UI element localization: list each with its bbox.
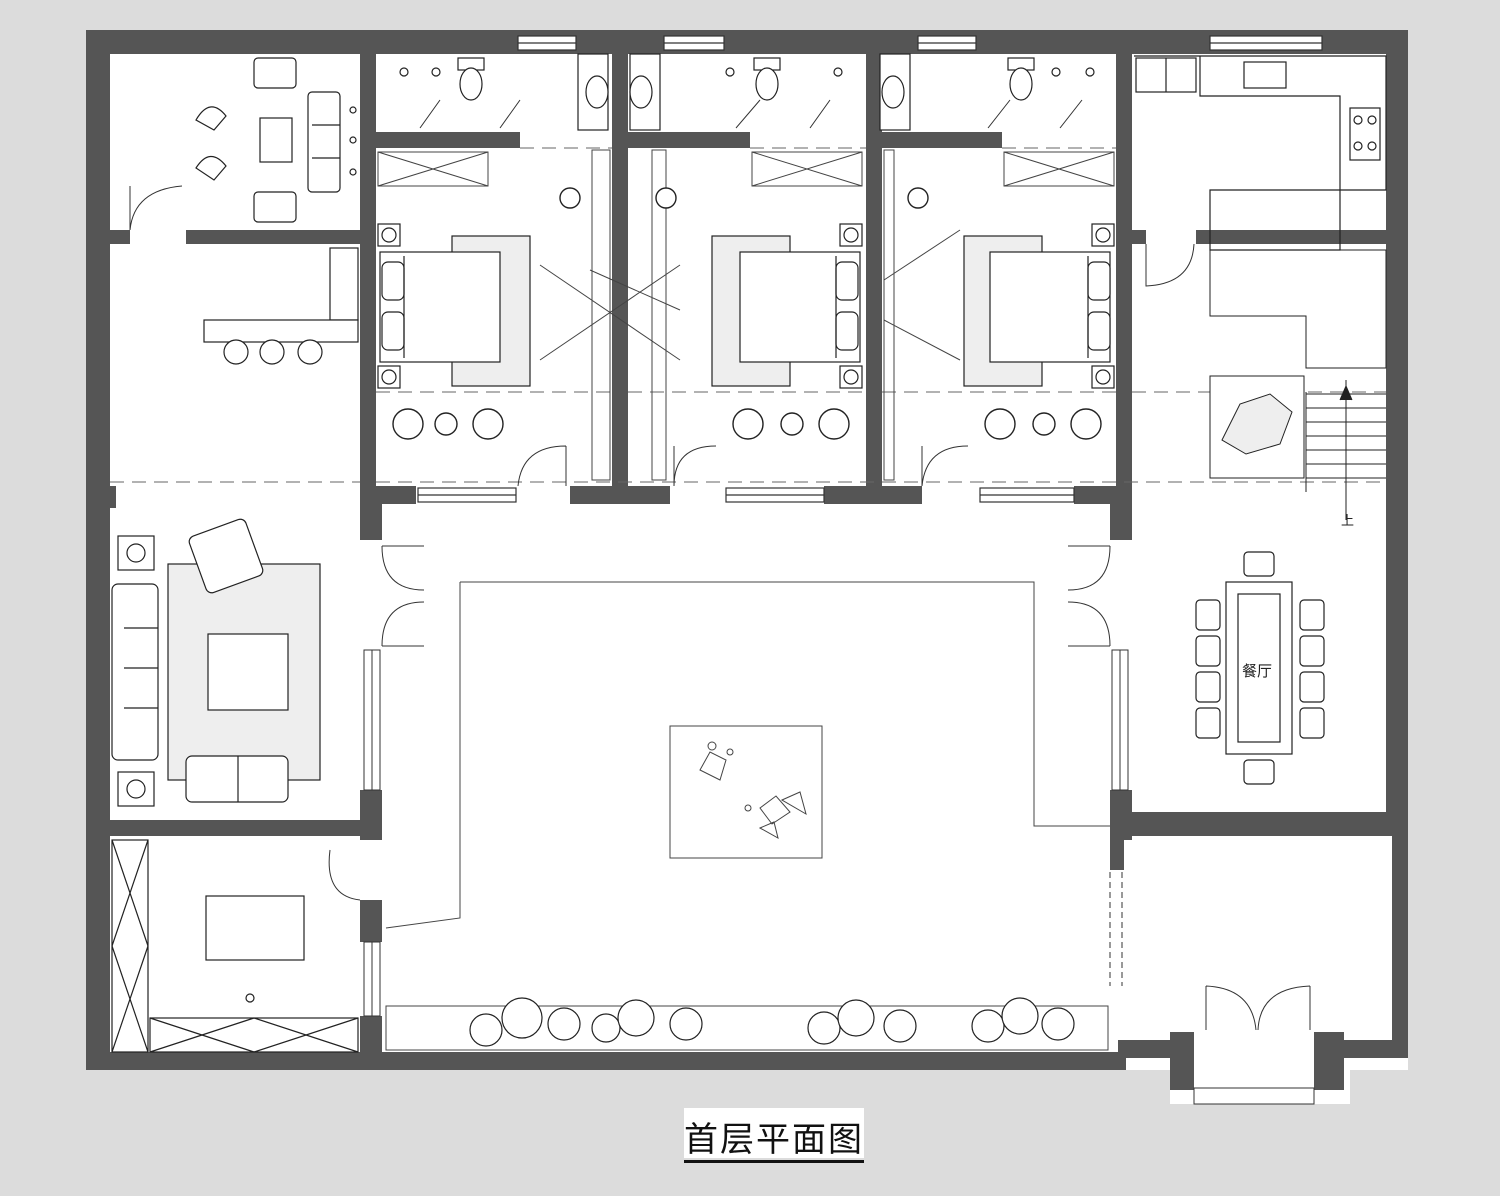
bathroom-doors (419, 99, 1083, 129)
door-swing-icon (517, 445, 969, 487)
interior-walls (86, 30, 1408, 1066)
sink-icon (585, 75, 609, 109)
title-underline (684, 1160, 864, 1163)
courtyard-doors (363, 545, 1129, 1017)
rockery-icon (669, 725, 823, 859)
plan-paper (86, 30, 1408, 1070)
stove-icon (1349, 107, 1381, 161)
sink-icon (881, 75, 905, 109)
bedroom-windows (417, 487, 1075, 503)
toilet-icon (1009, 67, 1033, 101)
beds (377, 223, 1115, 389)
bedroom-seating (392, 187, 1102, 440)
side-room (111, 839, 359, 1053)
study-furniture (195, 57, 357, 223)
dining-room-label: 餐厅 (1242, 662, 1273, 680)
sofa-icon (185, 755, 289, 803)
bar-counter (203, 247, 359, 365)
kitchen (1134, 55, 1387, 251)
drawing-caption: 首层平面图 (684, 1108, 864, 1163)
toilet-icon (755, 67, 779, 101)
top-windows (517, 35, 1323, 51)
kitchen-door (1145, 243, 1195, 287)
living-room (111, 518, 321, 807)
study-door (129, 185, 183, 231)
staircase-icon (1209, 249, 1387, 520)
dining-table-icon (1195, 551, 1325, 785)
side-room-door (328, 849, 361, 901)
stair-up-label: 上 (1341, 514, 1355, 529)
sink-icon (629, 75, 653, 109)
courtyard (385, 581, 1110, 1051)
toilet-icon (459, 67, 483, 101)
closets (377, 149, 1115, 481)
sofa-icon (111, 583, 159, 761)
drawing-title: 首层平面图 (684, 1120, 864, 1160)
plant-icon (469, 997, 1075, 1047)
bathroom-fixtures (399, 53, 1095, 131)
entrance-doors (1193, 985, 1315, 1105)
armchair-icon (188, 518, 264, 594)
